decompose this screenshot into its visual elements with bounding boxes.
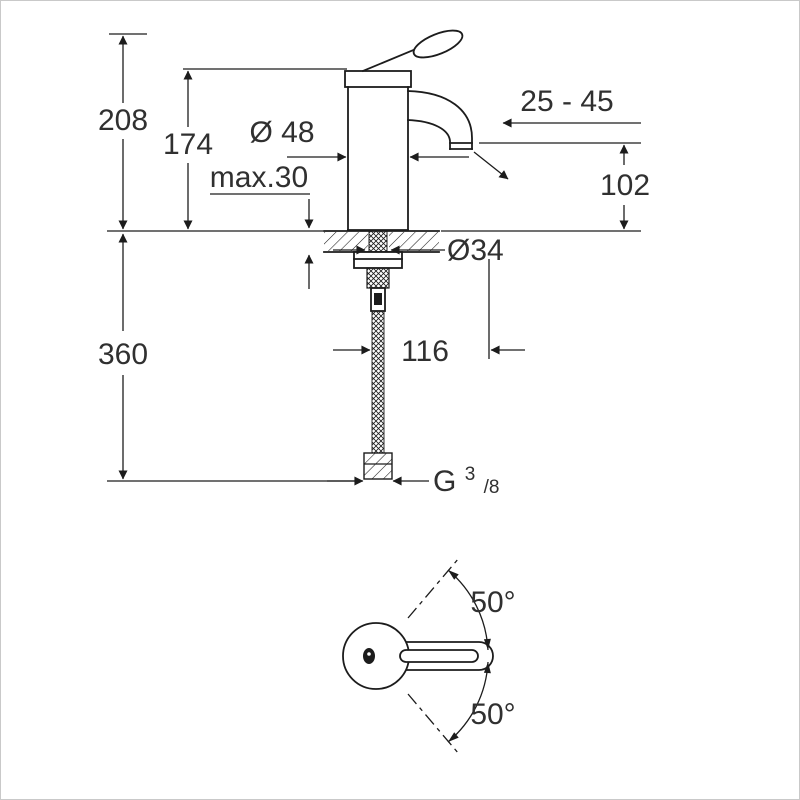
hose-adapter: [366, 267, 390, 289]
cartridge-mark: [363, 648, 375, 664]
thread-subscript: /8: [484, 477, 500, 498]
swivel-limit-line-bottom: [407, 693, 460, 755]
faucet-lever-knob: [412, 29, 464, 59]
dim-thread-label: G 3 /8: [433, 454, 499, 498]
swivel-angle-bottom-label: 50°: [470, 698, 515, 731]
dim-360-label: 360: [98, 338, 148, 371]
supply-hose: [363, 267, 393, 480]
dim-102-label: 102: [600, 169, 650, 202]
swivel-arc-top-arrow-start: [448, 570, 459, 580]
swivel-arc-bottom-arrow-start: [448, 732, 459, 742]
thread-prefix: G: [433, 465, 456, 498]
dim-174-label: 174: [163, 128, 213, 161]
threaded-shank: [368, 229, 388, 254]
thread-superscript: 3: [465, 464, 476, 485]
dim-max30-label: max.30: [210, 161, 308, 194]
swivel-arc-bottom-arrow-end: [483, 662, 491, 674]
faucet-cap: [344, 70, 412, 88]
spout-inner-curve: [407, 119, 451, 150]
swivel-limit-line-top: [407, 557, 460, 619]
dim-34-label: Ø34: [447, 234, 504, 267]
hose-valve-core: [374, 293, 382, 305]
mounting-nut: [353, 251, 403, 269]
side-view: 208 174 360 Ø 48 max.30 25 - 45 102 Ø34 …: [98, 29, 650, 498]
swivel-arc-top-arrow-end: [483, 638, 491, 650]
lever-rod-top-view: [399, 649, 479, 663]
counter-hatch-left: [324, 232, 368, 251]
dim-116-label: 116: [401, 335, 449, 368]
dim-2545-label: 25 - 45: [520, 85, 613, 118]
counter-hatch-right: [389, 232, 439, 251]
faucet-side-outline: [344, 29, 473, 231]
dimension-lines: [107, 33, 641, 486]
mounting-counter: [323, 229, 440, 269]
swivel-angle-top-label: 50°: [470, 586, 515, 619]
stream-direction-arrow: [473, 151, 509, 180]
dim-208-label: 208: [98, 104, 148, 137]
cartridge-mark-dot: [367, 652, 371, 656]
hose-end-fitting: [363, 452, 393, 480]
top-view: 50° 50°: [342, 557, 516, 755]
flexible-hose: [371, 310, 385, 454]
spout-outer-curve: [407, 90, 473, 150]
dim-48-label: Ø 48: [249, 116, 314, 149]
